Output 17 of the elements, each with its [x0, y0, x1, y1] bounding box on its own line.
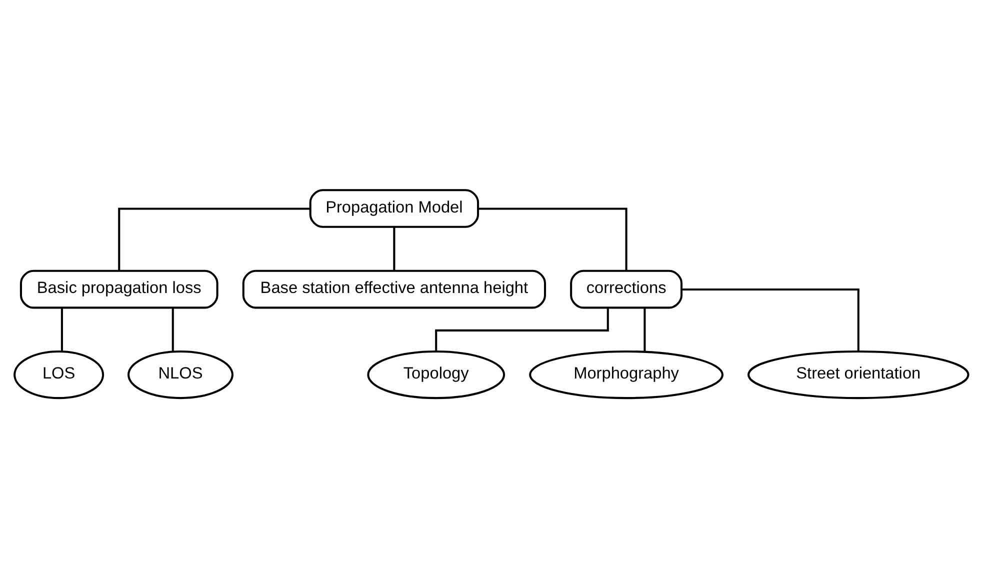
- node-ellipse: Morphography: [528, 350, 724, 400]
- connector: [643, 308, 646, 352]
- connector: [681, 288, 859, 352]
- node-ellipse: Topology: [366, 350, 505, 400]
- connector: [60, 308, 62, 352]
- node-box: Basic propagation loss: [19, 270, 218, 309]
- node-ellipse: LOS: [13, 350, 104, 400]
- node-ellipse: Street orientation: [747, 350, 969, 400]
- connector: [118, 208, 310, 271]
- connector: [434, 308, 608, 352]
- connector: [478, 208, 627, 271]
- connector: [171, 308, 174, 352]
- node-box: Base station effective antenna height: [242, 270, 546, 309]
- node-ellipse: NLOS: [127, 350, 233, 400]
- node-box: Propagation Model: [308, 189, 479, 228]
- node-box: corrections: [570, 270, 682, 309]
- connector: [392, 227, 395, 271]
